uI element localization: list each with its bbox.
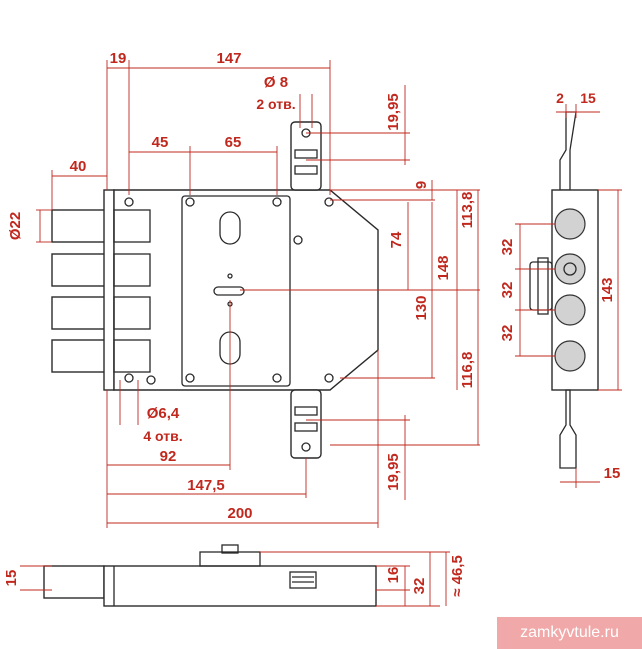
dim-74: 74 [388,231,405,248]
mount-hole [146,375,156,385]
slot-pin-top [227,273,233,279]
dim-32-depth: 32 [411,578,428,595]
dim-147: 147 [216,50,241,67]
dim-15-bottom: 15 [604,465,621,482]
front-dimension-lines [36,60,480,528]
dim-40: 40 [70,158,87,175]
side-bolt-3 [554,294,586,326]
mount-hole [293,235,303,245]
dim-45: 45 [152,134,169,151]
dim-200: 200 [227,505,252,522]
bracket-slot [294,149,318,159]
front-view: 19 147 Ø 8 2 отв. 19,95 45 65 40 Ø22 9 7… [7,50,480,528]
bottom-cylinder-housing [199,551,261,567]
dim-116-8: 116,8 [459,352,476,389]
mount-hole [124,197,134,207]
dim-65: 65 [225,134,242,151]
mount-hole [124,373,134,383]
bracket-hole [301,442,311,452]
bolt-2 [51,253,108,287]
bottom-bolt [43,565,105,599]
side-handle-rib [537,257,549,315]
dim-19-95-bottom: 19,95 [385,453,402,491]
bolt-guide-4 [113,339,151,373]
dim-19-95-top: 19,95 [385,93,402,131]
side-dimension-lines [515,104,622,488]
bolt-guide-2 [113,253,151,287]
mount-hole [324,197,334,207]
dim-143: 143 [599,277,616,302]
dim-147-5: 147,5 [187,477,225,494]
mount-hole [185,197,195,207]
mount-hole [324,373,334,383]
dim-32-a: 32 [499,239,516,256]
dim-2: 2 [556,90,564,106]
mount-hole [272,373,282,383]
side-bolt-2 [554,253,586,285]
key-slot [213,286,245,296]
bottom-cylinder-cap [221,544,239,554]
bracket-slot [294,406,318,416]
dim-16: 16 [385,567,402,584]
top-bracket [290,121,322,191]
dim-15-top: 15 [580,90,596,106]
bolt-4 [51,339,108,373]
mount-hole [272,197,282,207]
dim-15-bolt: 15 [3,570,20,587]
dim-92: 92 [160,448,177,465]
dim-hole-8: Ø 8 [264,74,288,91]
dim-148: 148 [435,255,452,280]
bolt-guide-1 [113,209,151,243]
bottom-view: 15 16 32 ≈ 46,5 [3,544,466,607]
side-top-bracket [559,111,577,191]
bottom-dimension-lines [20,551,450,607]
bottom-body [103,565,377,607]
mount-hole [185,373,195,383]
side-key-cylinder [563,262,577,276]
dim-9: 9 [413,181,430,189]
bracket-slot [294,165,318,175]
bottom-latch-window [289,571,317,589]
dim-46-5: ≈ 46,5 [449,555,466,597]
bolt-guide-3 [113,296,151,330]
side-bolt-4 [554,340,586,372]
cylinder-hole-bottom [219,331,241,365]
dim-hole-8-note: 2 отв. [256,96,295,112]
dim-130: 130 [413,295,430,320]
bracket-slot [294,422,318,432]
dim-hole-6-4: Ø6,4 [147,405,180,422]
cylinder-hole-top [219,211,241,245]
side-view: 2 15 32 32 32 143 15 [499,90,622,488]
dim-113-8: 113,8 [459,192,476,229]
face-plate [103,189,115,391]
dim-32-b: 32 [499,282,516,299]
dim-hole-6-4-note: 4 отв. [143,428,182,444]
bolt-3 [51,296,108,330]
dim-19: 19 [110,50,127,67]
dim-diameter-22: Ø22 [7,212,24,240]
dim-32-c: 32 [499,325,516,342]
watermark: zamkyvtule.ru [497,617,642,649]
side-bolt-1 [554,208,586,240]
cover-plate [181,195,291,387]
bolt-1 [51,209,108,243]
side-bottom-bracket [559,389,577,469]
